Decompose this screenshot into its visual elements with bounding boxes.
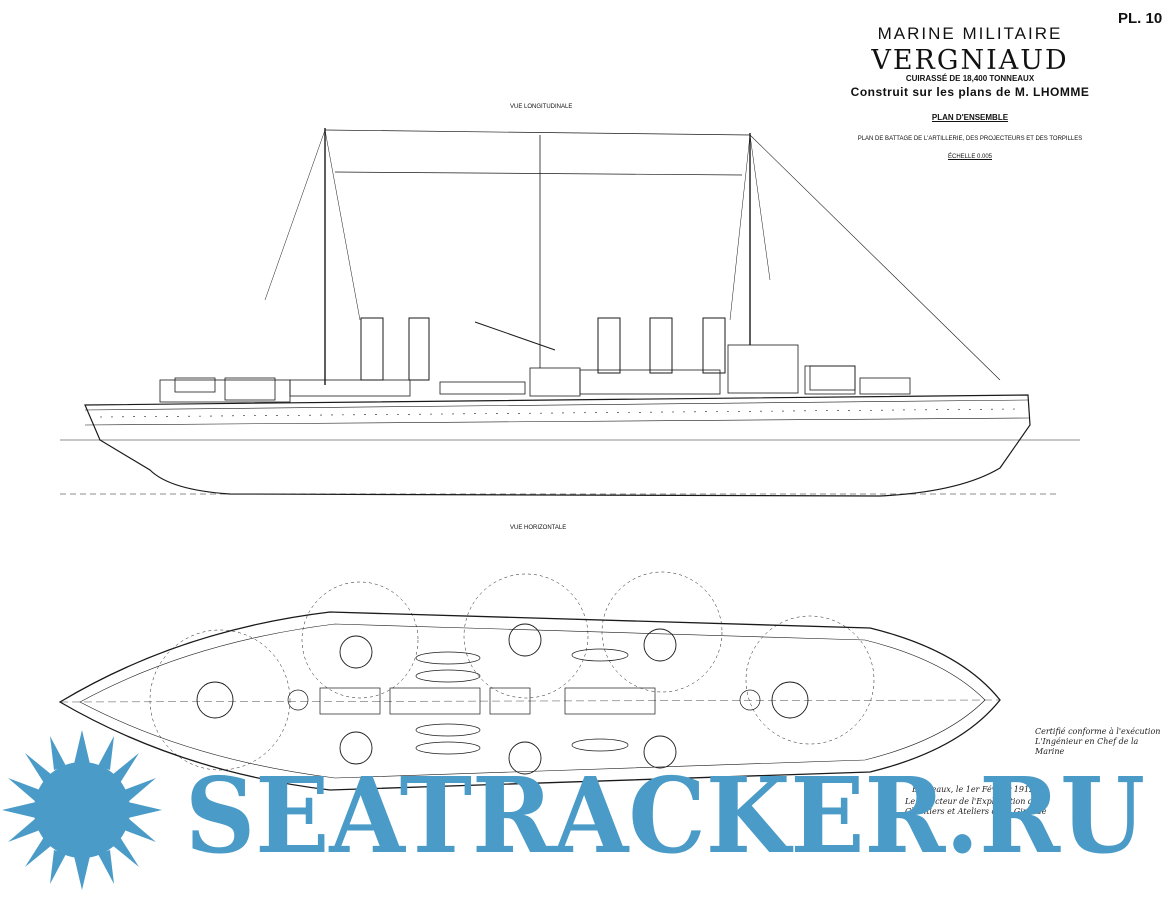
title-block: MARINE MILITAIRE VERGNIAUD CUIRASSÉ DE 1…	[820, 24, 1120, 160]
sun-logo-icon	[2, 730, 162, 890]
horizontal-view-label: VUE HORIZONTALE	[510, 525, 567, 531]
plan-description: PLAN DE BATTAGE DE L'ARTILLERIE, DES PRO…	[857, 136, 1083, 142]
ship-name: VERGNIAUD	[871, 45, 1069, 76]
designer-line: Construit sur les plans de M. LHOMME	[850, 85, 1090, 99]
scale-label: ÉCHELLE 0.005	[947, 154, 993, 160]
place-date-note: Bordeaux, le 1er Février 1912	[912, 785, 1035, 794]
navy-heading: MARINE MILITAIRE	[877, 24, 1063, 43]
plan-type: PLAN D'ENSEMBLE	[931, 113, 1009, 122]
longitudinal-view	[60, 128, 1080, 497]
watermark-text: SEATRACKER.RU	[185, 754, 1145, 877]
longitudinal-view-label: VUE LONGITUDINALE	[510, 104, 573, 110]
certification-note: Certifié conforme à l'exécution L'Ingéni…	[1035, 727, 1161, 756]
ship-class-subtitle: CUIRASSÉ DE 18,400 TONNEAUX	[905, 74, 1035, 83]
watermark: SEATRACKER.RU	[2, 730, 1145, 890]
horizontal-view	[58, 571, 1001, 791]
plate-number: PL. 10	[1118, 10, 1163, 27]
director-note: Le Directeur de l'Exploitation des Chant…	[905, 797, 1047, 816]
